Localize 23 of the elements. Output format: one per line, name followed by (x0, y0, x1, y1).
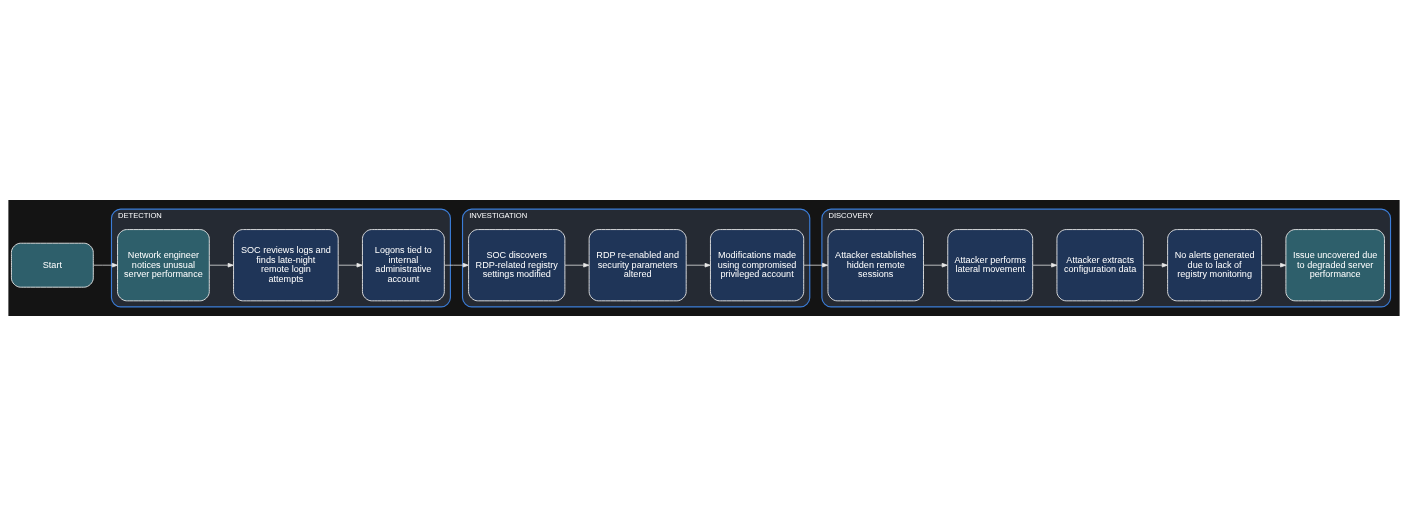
node-box: Start (10, 242, 94, 288)
node-box: Network engineer notices unusual server performance (117, 228, 210, 301)
node-box: Issue uncovered due to degraded server performance (1285, 228, 1385, 301)
node-box: SOC discovers RDP-related registry settings modified (468, 228, 566, 301)
node-box: Attacker performs lateral movement (947, 228, 1034, 301)
node-box: Logons tied to internal administrative account (362, 228, 445, 301)
arrow (803, 262, 829, 267)
arrow (923, 262, 948, 267)
arrow (444, 262, 469, 267)
arrow (1261, 262, 1287, 267)
arrow (686, 262, 711, 267)
arrow (564, 262, 590, 267)
node-box: RDP re-enabled and security parameters altered (588, 228, 687, 301)
node-box: Attacker extracts configuration data (1056, 228, 1144, 301)
arrow (209, 262, 234, 267)
arrow (338, 262, 363, 267)
node-box: No alerts generated due to lack of registry monitoring (1167, 228, 1263, 301)
node-box: Attacker establishes hidden remote sessions (827, 228, 924, 301)
arrow (1143, 262, 1168, 267)
arrow (93, 262, 118, 267)
node-box: SOC reviews logs and finds late-night remote login attempts (233, 228, 339, 301)
arrow (1032, 262, 1058, 267)
node-box: Modifications made using compromised privileged account (710, 228, 805, 301)
